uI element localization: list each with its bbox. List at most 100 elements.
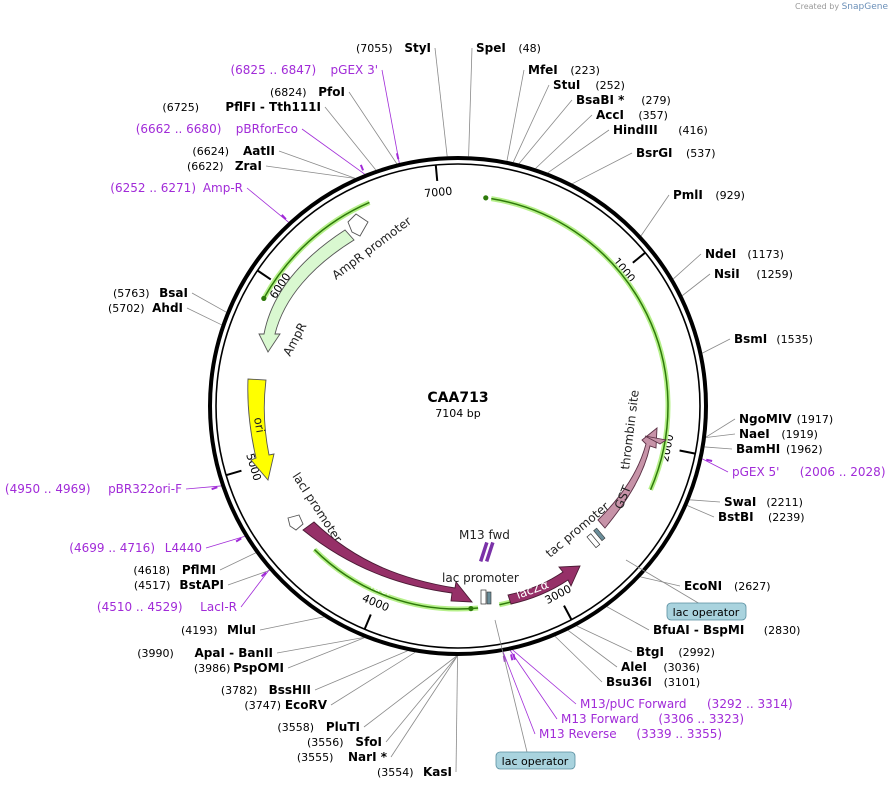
enzyme-naei[interactable]: NaeI(1919): [739, 427, 818, 441]
primer-m13-reverse[interactable]: M13 Reverse(3339 .. 3355): [539, 727, 722, 741]
enzyme-mfei[interactable]: MfeI(223): [528, 63, 600, 77]
laci-feature[interactable]: [302, 521, 473, 603]
enzyme-bsu36i[interactable]: Bsu36I(3101): [606, 675, 700, 689]
enzyme-position: (1962): [786, 443, 823, 456]
enzyme-spei[interactable]: SpeI(48): [476, 41, 541, 55]
enzyme-acci[interactable]: AccI(357): [596, 108, 668, 122]
leader-line: [278, 150, 356, 179]
enzyme-position: (3555): [297, 751, 334, 764]
leader-line: [381, 69, 400, 164]
enzyme-position: (6824): [270, 86, 307, 99]
leader-line: [518, 99, 573, 164]
enzyme-pflfi-tth111i[interactable]: PflFI - Tth111I(6725): [162, 100, 321, 114]
enzyme-bsshii[interactable]: BssHII(3782): [221, 683, 311, 697]
leader-line: [455, 655, 458, 773]
enzyme-bstbi[interactable]: BstBI(2239): [718, 510, 805, 524]
enzyme-ecorv[interactable]: EcoRV(3747): [244, 698, 327, 712]
enzyme-bfuai-bspmi[interactable]: BfuAI - BspMI(2830): [653, 623, 800, 637]
enzyme-pluti[interactable]: PluTI(3558): [277, 720, 360, 734]
leader-line: [348, 91, 398, 164]
primer-laci-r[interactable]: LacI-R(4510 .. 4529): [97, 600, 237, 614]
leader-line: [512, 84, 550, 163]
enzyme-name: BtgI: [636, 645, 664, 659]
enzyme-position: (537): [686, 147, 716, 160]
enzyme-bsai[interactable]: BsaI(5763): [113, 286, 188, 300]
m13-fwd-bar-1: [479, 541, 489, 562]
enzyme-position: (3986): [194, 662, 231, 675]
enzyme-kasi[interactable]: KasI(3554): [377, 765, 452, 779]
enzyme-aatii[interactable]: AatII(6624): [192, 144, 275, 158]
lac-operator-callout-1[interactable]: lac operator: [625, 559, 747, 621]
leader-line: [324, 106, 377, 171]
enzyme-ndei[interactable]: NdeI(1173): [705, 247, 784, 261]
enzyme-zrai[interactable]: ZraI(6622): [187, 159, 262, 173]
leader-line: [185, 485, 222, 490]
tick-mark: [679, 449, 696, 455]
enzyme-name: PflFI - Tth111I: [225, 100, 321, 114]
enzyme-bstapi[interactable]: BstAPI(4517): [134, 578, 224, 592]
enzyme-stui[interactable]: StuI(252): [553, 78, 625, 92]
enzyme-bsrgi[interactable]: BsrGI(537): [636, 146, 716, 160]
enzyme-position: (2830): [764, 624, 801, 637]
enzyme-name: PfoI: [318, 85, 345, 99]
enzyme-hindiii[interactable]: HindIII(416): [613, 123, 708, 137]
primer-mark: [706, 458, 713, 462]
enzyme-swai[interactable]: SwaI(2211): [724, 495, 803, 509]
enzyme-pmli[interactable]: PmlI(929): [673, 188, 745, 202]
primer-range: (6825 .. 6847): [230, 63, 316, 77]
thrombin-label: thrombin site: [618, 389, 642, 470]
leader-line: [259, 616, 324, 631]
backbone-outer: [208, 156, 708, 656]
leader-line: [640, 194, 670, 236]
label-leader-lines: [185, 47, 736, 773]
lac-operator-callout-2[interactable]: lac operator: [494, 619, 576, 770]
primer-pgex-5[interactable]: pGEX 5'(2006 .. 2028): [732, 465, 886, 479]
enzyme-nari[interactable]: NarI *(3555): [297, 750, 388, 764]
m13-fwd-label: M13 fwd: [459, 528, 510, 542]
ori-feature[interactable]: [247, 378, 275, 481]
primer-range: (4699 .. 4716): [69, 541, 155, 555]
enzyme-apai-banii[interactable]: ApaI - BanII(3990): [137, 646, 273, 660]
enzyme-bamhi[interactable]: BamHI(1962): [736, 442, 823, 456]
enzyme-name: ZraI: [235, 159, 262, 173]
lacz-feature[interactable]: [507, 565, 581, 605]
primer-range: (3306 .. 3323): [658, 712, 744, 726]
primer-pbr322ori-f[interactable]: pBR322ori-F(4950 .. 4969): [5, 482, 182, 496]
ampr-feature[interactable]: [258, 229, 355, 353]
enzyme-nsii[interactable]: NsiI(1259): [714, 267, 793, 281]
ampr-promoter-feature[interactable]: [347, 213, 369, 237]
enzyme-styi[interactable]: StyI(7055): [356, 41, 431, 55]
enzyme-mlui[interactable]: MluI(4193): [181, 623, 256, 637]
lac-promoter-mark: [480, 589, 487, 605]
ori-label: ori: [251, 416, 267, 434]
enzyme-name: Bsu36I: [606, 675, 652, 689]
enzyme-bsmi[interactable]: BsmI(1535): [734, 332, 813, 346]
primer-amp-r[interactable]: Amp-R(6252 .. 6271): [110, 181, 243, 195]
primer-m13-forward[interactable]: M13 Forward(3306 .. 3323): [561, 712, 744, 726]
enzyme-ahdi[interactable]: AhdI(5702): [108, 301, 183, 315]
enzyme-position: (1919): [781, 428, 818, 441]
enzyme-btgi[interactable]: BtgI(2992): [636, 645, 715, 659]
thrombin-feature[interactable]: [644, 435, 668, 445]
enzyme-econi[interactable]: EcoNI(2627): [684, 579, 771, 593]
enzyme-bsabi[interactable]: BsaBI *(279): [576, 93, 671, 107]
primer-l4440[interactable]: L4440(4699 .. 4716): [69, 541, 202, 555]
laci-promoter-feature[interactable]: [287, 514, 304, 531]
enzyme-pfoi[interactable]: PfoI (6824): [270, 85, 345, 99]
enzyme-sfoi[interactable]: SfoI(3556): [307, 735, 382, 749]
enzyme-name: MfeI: [528, 63, 558, 77]
enzyme-ngomiv[interactable]: NgoMIV(1917): [739, 412, 833, 426]
site-labels: SpeI(48) MfeI(223)StuI(252)BsaBI *(279)Ac…: [5, 41, 886, 779]
tick-mark: [563, 605, 573, 621]
primer-pgex-3[interactable]: pGEX 3'(6825 .. 6847): [230, 63, 378, 77]
enzyme-pflmi[interactable]: PflMI(4618): [133, 563, 216, 577]
enzyme-name: NsiI: [714, 267, 740, 281]
primer-m13-puc-forward[interactable]: M13/pUC Forward(3292 .. 3314): [580, 697, 793, 711]
enzyme-alei[interactable]: AleI(3036): [621, 660, 700, 674]
enzyme-pspomi[interactable]: PspOMI(3986): [194, 661, 284, 675]
primer-name: LacI-R: [200, 600, 237, 614]
primer-pbrforeco[interactable]: pBRforEco(6662 .. 6680): [136, 122, 298, 136]
enzyme-name: ApaI - BanII: [195, 646, 274, 660]
leader-line: [689, 499, 721, 503]
